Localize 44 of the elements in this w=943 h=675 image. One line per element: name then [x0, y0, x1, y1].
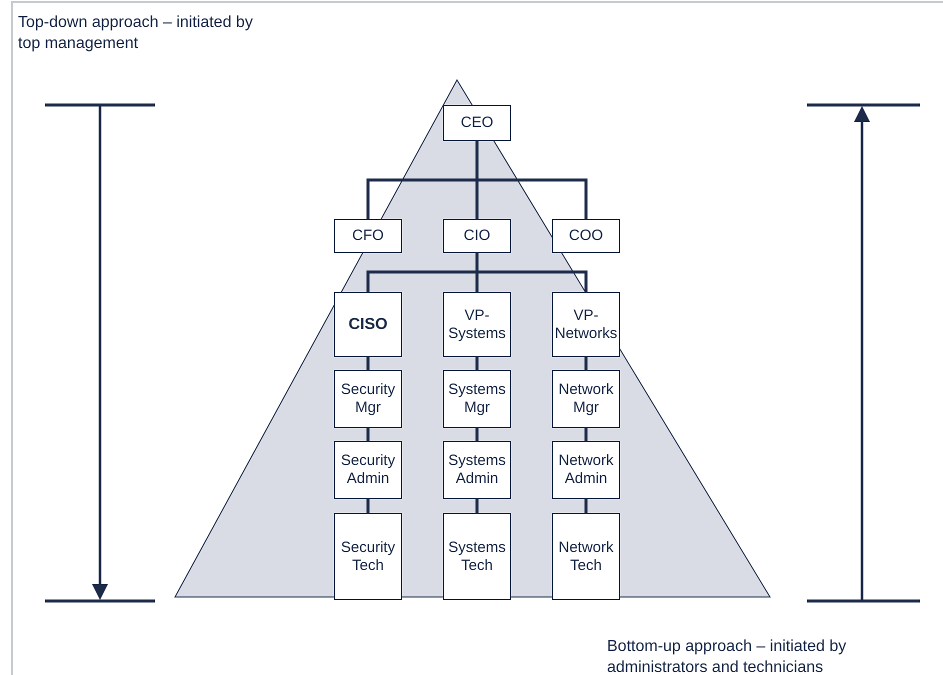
org-box	[552, 441, 620, 499]
role-title: Security Tech	[340, 538, 396, 574]
org-box	[443, 370, 511, 428]
role-title: Systems Tech	[447, 538, 507, 574]
role-title: CIO	[464, 227, 490, 245]
role-title: CFO	[352, 227, 384, 245]
connector-line	[476, 499, 478, 513]
role-title: CEO	[460, 114, 494, 132]
org-box	[552, 370, 620, 428]
org-box	[443, 219, 511, 253]
role-title: Systems Admin	[447, 452, 507, 488]
role-title: Network Tech	[557, 538, 614, 574]
approach-note: Top-down approach – initiated by top management	[18, 13, 254, 54]
connector-line	[584, 499, 588, 513]
connector-line	[584, 428, 588, 441]
connector-line	[366, 357, 370, 370]
role-title: COO	[568, 227, 604, 245]
org-box	[334, 370, 402, 428]
connector-line	[584, 357, 588, 370]
org-box	[443, 105, 511, 141]
org-box	[334, 219, 402, 253]
role-title: Systems Mgr	[447, 381, 507, 417]
connector-line	[476, 428, 478, 441]
role-title: Security Mgr	[340, 381, 396, 417]
role-title: CISO	[348, 316, 388, 334]
approach-note: Bottom-up approach – initiated by administrators and technicians	[607, 637, 848, 675]
role-title: Network Mgr	[557, 381, 614, 417]
org-box	[552, 513, 620, 600]
org-box	[334, 513, 402, 600]
org-box	[443, 513, 511, 600]
connector-line	[366, 499, 370, 513]
org-box	[443, 441, 511, 499]
role-title: VP- Networks	[554, 306, 618, 342]
connector-line	[476, 253, 588, 292]
org-box	[334, 292, 402, 357]
org-box	[443, 292, 511, 357]
connector-line	[366, 428, 370, 441]
org-box	[334, 441, 402, 499]
role-title: VP- Systems	[447, 306, 507, 342]
role-title: Network Admin	[557, 452, 614, 488]
role-title: Security Admin	[340, 452, 396, 488]
org-box	[552, 292, 620, 357]
connector-line	[476, 357, 478, 370]
org-box	[552, 219, 620, 253]
